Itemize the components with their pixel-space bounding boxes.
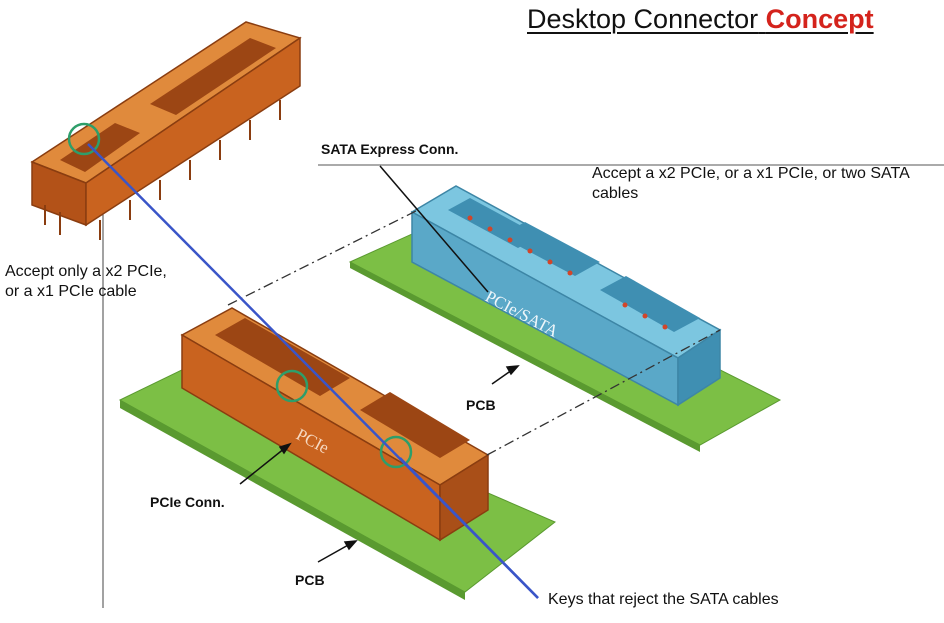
keys-note: Keys that reject the SATA cables: [548, 591, 779, 608]
floating-slot-1: [60, 123, 140, 172]
page-title: Desktop Connector Concept: [527, 4, 874, 35]
pcb-bottom-label: PCB: [295, 572, 325, 588]
pcie-slot-2: [360, 392, 470, 458]
pcb-bottom-edge: [120, 400, 465, 600]
pcie-conn-label: PCIe Conn.: [150, 494, 225, 510]
projection-lines: [227, 209, 721, 456]
sata-slot-2: [500, 222, 600, 276]
title-accent: Concept: [765, 4, 874, 34]
key-circle-slot-2: [379, 435, 413, 469]
pcb-top-edge: [350, 262, 700, 452]
sata-slot-3: [600, 276, 700, 332]
sata-express-conn-label: SATA Express Conn.: [321, 141, 459, 157]
pcie-only-note: Accept only a x2 PCIe, or a x1 PCIe cabl…: [5, 263, 167, 300]
pcb-top-label: PCB: [466, 397, 496, 413]
title-main: Desktop Connector: [527, 4, 759, 34]
floating-connector-pins: [44, 100, 281, 240]
key-callout-lines: [87, 143, 539, 599]
sata-express-note: Accept a x2 PCIe, or a x1 PCIe, or two S…: [592, 165, 909, 202]
floating-connector-front: [85, 36, 301, 227]
key-circles: [67, 122, 413, 469]
key-circle-floating: [67, 122, 101, 156]
key-circle-slot-1: [275, 369, 309, 403]
pcie-slot-1: [215, 318, 350, 396]
pcie-connector-side: [439, 453, 489, 542]
label-arrows: [239, 165, 520, 563]
sata-express-connector-side: [677, 328, 721, 407]
sata-pins: [467, 215, 668, 330]
floating-slot-2: [150, 38, 276, 115]
